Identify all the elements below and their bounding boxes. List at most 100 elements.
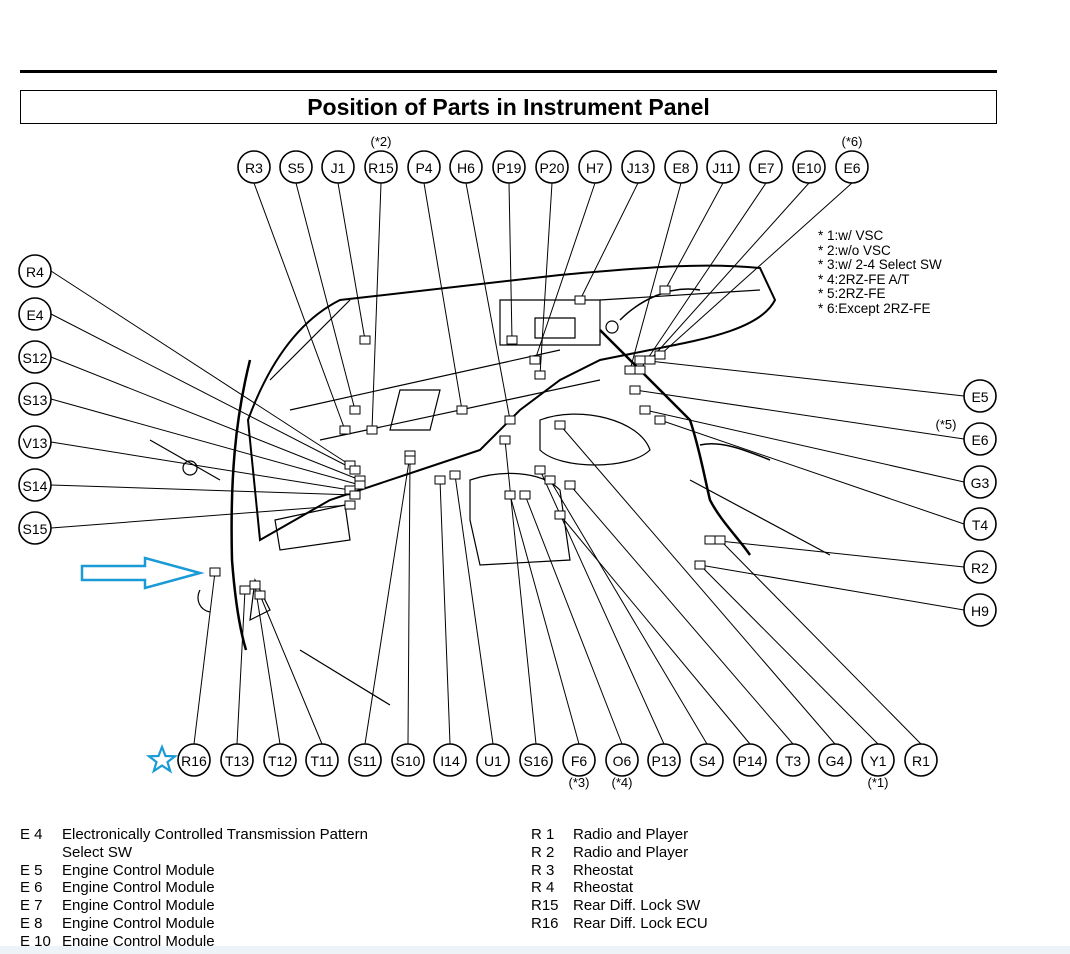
callout-text: P14 <box>738 753 763 769</box>
callout-text: J1 <box>331 160 346 176</box>
connector-marker <box>349 405 361 415</box>
connector-marker <box>404 455 416 465</box>
connector-markers <box>209 285 726 600</box>
callout-text: J11 <box>712 160 734 176</box>
callout-t11: T11 <box>305 743 339 777</box>
connector-marker <box>366 425 378 435</box>
connector-marker <box>544 475 556 485</box>
leader-line <box>629 182 682 371</box>
leader-line <box>639 182 767 371</box>
legend-code <box>20 844 62 862</box>
leader-line <box>664 182 724 291</box>
connector-marker <box>504 490 516 500</box>
callout-note: (*3) <box>569 775 590 790</box>
callout-text: H9 <box>971 603 989 619</box>
leader-line <box>524 494 623 745</box>
blue-arrow-icon <box>80 556 205 590</box>
legend-code: E 10 <box>20 932 51 950</box>
callout-e8: E8 <box>664 150 698 184</box>
legend-row: E 7 Engine Control Module <box>20 897 368 915</box>
callout-text: J13 <box>627 160 650 176</box>
leader-line <box>236 589 246 745</box>
callout-text: T11 <box>310 753 333 769</box>
callout-text: P20 <box>540 160 565 176</box>
callout-r2: R2 <box>963 550 997 584</box>
leader-line <box>465 182 511 421</box>
callout-text: E8 <box>672 160 689 176</box>
callout-circle <box>321 150 355 184</box>
leader-line <box>364 454 411 745</box>
leader-line <box>539 182 553 376</box>
connector-marker <box>209 567 221 577</box>
callout-circle <box>963 422 997 456</box>
bottom-strip <box>0 946 1070 954</box>
callout-h6: H6 <box>449 150 483 184</box>
callout-circle <box>647 743 681 777</box>
leader-line <box>423 182 463 411</box>
callout-p13: P13 <box>647 743 681 777</box>
callout-text: R15 <box>368 160 394 176</box>
callout-circle <box>535 150 569 184</box>
callout-circle <box>963 507 997 541</box>
callout-o6: O6(*4) <box>605 743 639 790</box>
leader-line <box>439 479 451 745</box>
legend-row: Select SW <box>20 844 368 862</box>
callout-text: O6 <box>613 753 632 769</box>
legend-name: Engine Control Module <box>62 897 215 915</box>
leader-line <box>639 359 965 397</box>
callout-text: P19 <box>497 160 522 176</box>
connector-marker <box>654 415 666 425</box>
legend-code: R16 <box>531 914 559 932</box>
leader-line <box>254 584 281 745</box>
leader-line <box>50 441 351 491</box>
callout-text: H7 <box>586 160 604 176</box>
callout-text: S13 <box>23 392 48 408</box>
callout-circle <box>18 511 52 545</box>
callout-text: R3 <box>245 160 263 176</box>
callout-circle <box>18 382 52 416</box>
connector-marker <box>504 415 516 425</box>
callout-g4: G4 <box>818 743 852 777</box>
legend-name: Engine Control Module <box>62 879 215 897</box>
leader-line <box>659 419 965 525</box>
connector-marker <box>714 535 726 545</box>
footnote: * 6:Except 2RZ-FE <box>818 300 931 316</box>
legend-code: E 7 <box>20 897 43 915</box>
leader-line <box>50 356 361 481</box>
callout-text: Y1 <box>869 753 886 769</box>
leader-line <box>509 494 580 745</box>
callout-circle <box>364 150 398 184</box>
callout-circle <box>279 150 313 184</box>
callout-circle <box>18 468 52 502</box>
callout-e10: E10 <box>792 150 826 184</box>
connector-marker <box>359 335 371 345</box>
leader-line <box>719 539 922 745</box>
callout-text: E4 <box>26 307 43 323</box>
callout-j13: J13 <box>621 150 655 184</box>
callout-text: E10 <box>797 160 822 176</box>
callout-text: U1 <box>484 753 502 769</box>
callout-j11: J11 <box>706 150 740 184</box>
connector-marker <box>624 365 636 375</box>
leader-line <box>579 182 639 301</box>
connector-marker <box>506 335 518 345</box>
callout-circle <box>519 743 553 777</box>
connector-marker <box>449 470 461 480</box>
leader-line <box>50 313 356 471</box>
callout-s15: S15 <box>18 511 52 545</box>
callout-e6: E6(*6) <box>835 134 869 184</box>
connector-marker <box>254 590 266 600</box>
callout-circle <box>818 743 852 777</box>
leader-line <box>454 474 494 745</box>
callout-r15: R15(*2) <box>364 134 398 184</box>
callout-y1: Y1(*1) <box>861 743 895 790</box>
legend-name: Rheostat <box>573 879 634 897</box>
